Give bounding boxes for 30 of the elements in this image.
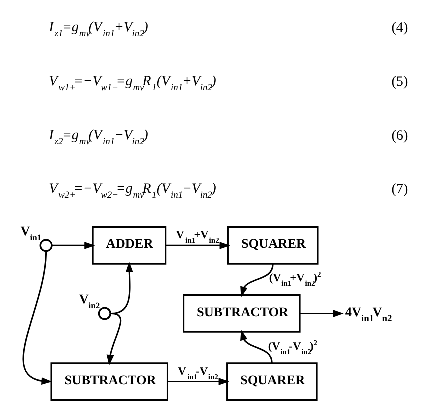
node-circle — [39, 239, 52, 252]
edge-label: (V$_{in1}$-V$_{in2}$)$^{2}$ — [268, 338, 318, 356]
edge-label: V$_{in1}$+V$_{in2}$ — [176, 230, 219, 246]
node-box: SUBTRACTOR — [182, 294, 300, 333]
label: (5) — [391, 74, 408, 90]
label: V$_{w2+}$=−V$_{w2−}$=g$_{mv}$R$_{1}$(V$_{in1}$−V$_{in2}$) — [48, 181, 216, 202]
arrow — [106, 312, 122, 366]
label: (7) — [391, 182, 408, 198]
edge-label: V$_{in1}$-V$_{in2}$ — [178, 366, 218, 382]
label: (6) — [391, 128, 408, 144]
arrow — [167, 378, 229, 386]
node-label: V$_{in2}$ — [78, 292, 100, 311]
node-box: ADDER — [92, 226, 166, 265]
arrow — [240, 264, 274, 298]
arrow — [300, 310, 344, 318]
label: I$_{z1}$=g$_{mv}$(V$_{in1}$+V$_{in2}$) — [48, 20, 148, 40]
node-circle — [98, 307, 111, 320]
node-box: SUBTRACTOR — [50, 362, 168, 401]
label: (4) — [391, 20, 408, 36]
arrow — [22, 252, 52, 385]
label: I$_{z2}$=g$_{mv}$(V$_{in1}$−V$_{in2}$) — [48, 127, 148, 148]
arrow — [52, 242, 95, 250]
node-label: V$_{in1}$ — [20, 223, 42, 242]
arrow — [166, 242, 230, 250]
node-box: SQUARER — [226, 226, 318, 265]
node-text: 4V$_{in1}$V$_{n2}$ — [344, 304, 392, 324]
edge-label: (V$_{in1}$+V$_{in2}$)$^{2}$ — [268, 270, 321, 288]
node-box: SQUARER — [226, 362, 318, 401]
label: V$_{w1+}$=−V$_{w1−}$=g$_{mv}$R$_{1}$(V$_{in1}$+V$_{in2}$) — [48, 74, 216, 94]
arrow — [240, 330, 272, 364]
